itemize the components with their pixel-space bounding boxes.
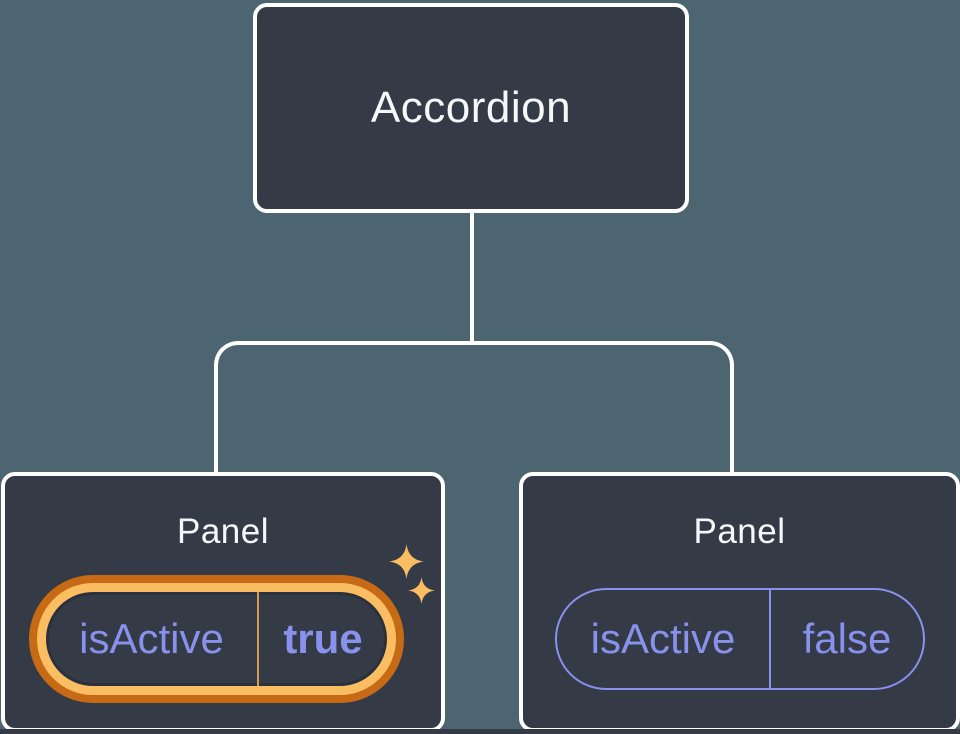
accordion-node: Accordion [253,3,689,213]
bottom-section-edge [0,729,960,734]
sparkle-icon-small [408,577,435,604]
prop-value-label: false [802,615,892,662]
prop-name-label: isActive [79,615,224,662]
pill-divider [769,590,771,688]
pill-divider [257,592,259,686]
prop-pill-active: isActive true [37,583,396,695]
sparkle-icon [389,544,424,579]
prop-pill-inactive: isActive false [555,588,925,690]
accordion-node-label: Accordion [370,83,572,132]
connector-branches [214,341,734,473]
prop-name-label: isActive [590,615,736,662]
panel-node-inactive-label: Panel [693,512,786,551]
prop-value-label: true [283,615,363,662]
connector-root-stem [470,209,474,345]
panel-node-active-label: Panel [176,512,270,551]
